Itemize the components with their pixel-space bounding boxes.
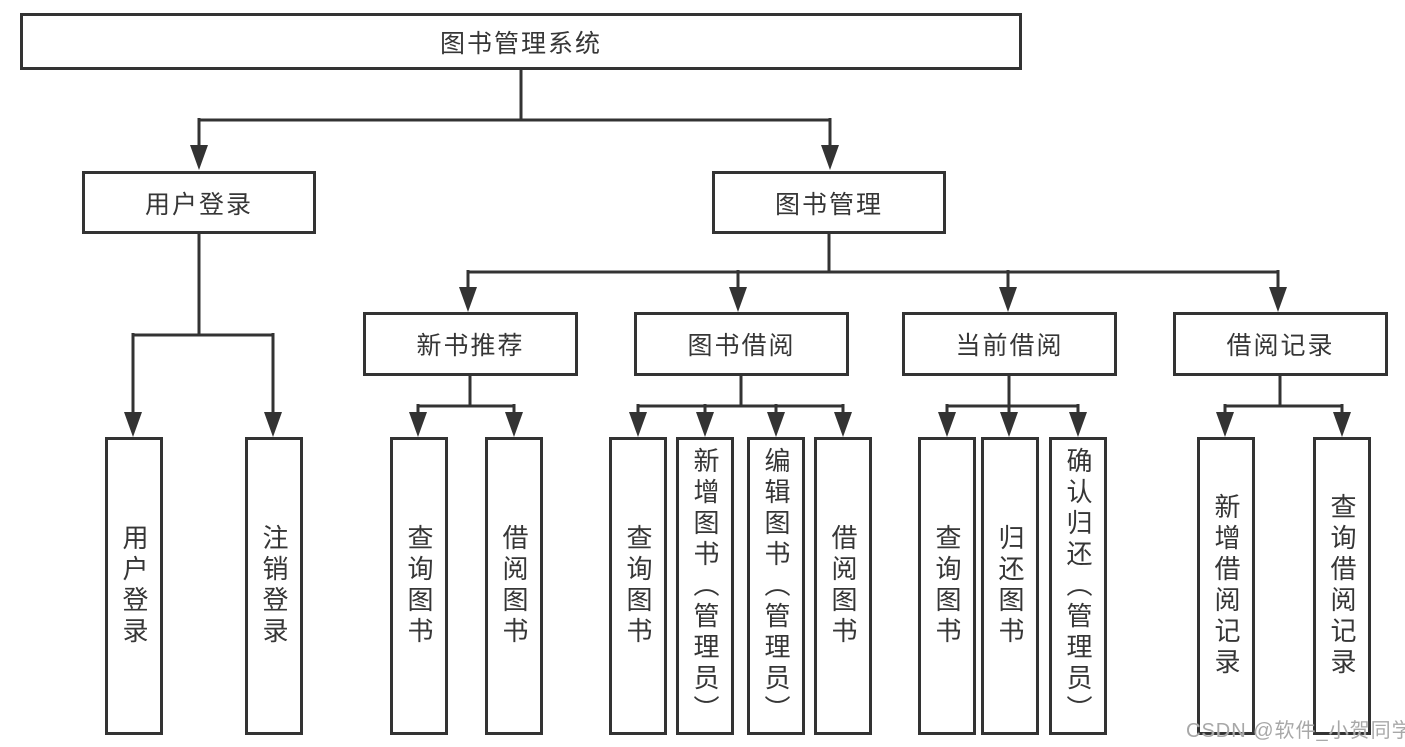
leaf-label: 借阅图书 [499,524,529,648]
node-label: 图书借阅 [687,332,796,360]
leaf-user-login: 用户登录 [105,437,163,735]
node-label: 图书管理系统 [439,29,602,58]
leaf-label: 用户登录 [119,524,149,648]
leaf-label: 编辑图书（管理员） [761,446,791,726]
node-borrowing-records: 借阅记录 [1173,312,1388,376]
node-label: 图书管理 [774,190,883,219]
node-label: 新书推荐 [416,332,525,360]
leaf-label: 确认归还（管理员） [1063,446,1093,726]
leaf-edit-book-admin: 编辑图书（管理员） [747,437,805,735]
node-label: 用户登录 [144,190,253,219]
leaf-add-book-admin: 新增图书（管理员） [676,437,734,735]
leaf-query-books-recommend: 查询图书 [390,437,448,735]
node-book-borrowing: 图书借阅 [634,312,849,376]
leaf-label: 注销登录 [259,524,289,648]
leaf-add-borrow-record: 新增借阅记录 [1197,437,1255,735]
node-current-borrowing: 当前借阅 [902,312,1117,376]
leaf-confirm-return-admin: 确认归还（管理员） [1049,437,1107,735]
leaf-query-books-current: 查询图书 [918,437,976,735]
leaf-label: 借阅图书 [828,524,858,648]
leaf-query-borrow-record: 查询借阅记录 [1313,437,1371,735]
node-label: 借阅记录 [1226,332,1335,360]
leaf-label: 新增借阅记录 [1211,493,1241,679]
leaf-return-books: 归还图书 [981,437,1039,735]
node-user-login: 用户登录 [82,171,316,234]
node-label: 当前借阅 [955,332,1064,360]
leaf-label: 归还图书 [995,524,1025,648]
leaf-borrow-books-recommend: 借阅图书 [485,437,543,735]
leaf-label: 查询借阅记录 [1327,493,1357,679]
leaf-logout: 注销登录 [245,437,303,735]
leaf-query-books-borrowing: 查询图书 [609,437,667,735]
leaf-label: 查询图书 [932,524,962,648]
node-new-book-recommendation: 新书推荐 [363,312,578,376]
node-book-management: 图书管理 [712,171,946,234]
leaf-label: 查询图书 [404,524,434,648]
leaf-label: 查询图书 [623,524,653,648]
leaf-label: 新增图书（管理员） [690,446,720,726]
node-library-management-system: 图书管理系统 [20,13,1022,70]
leaf-borrow-books-borrowing: 借阅图书 [814,437,872,735]
csdn-watermark: CSDN @软件_小贺同学 [1186,720,1405,742]
